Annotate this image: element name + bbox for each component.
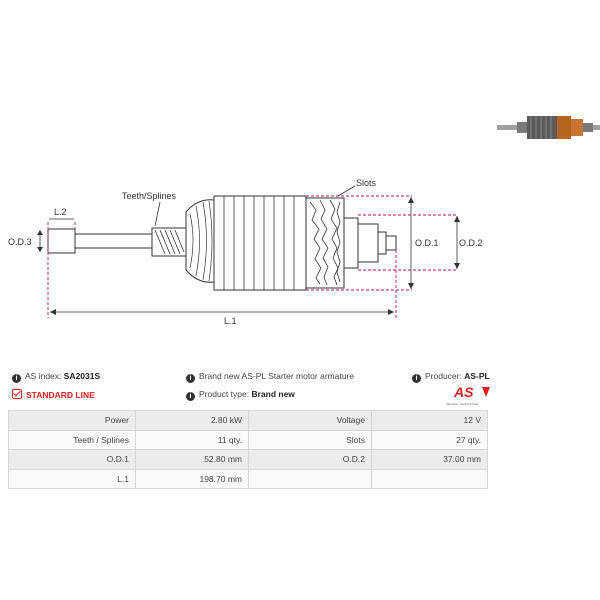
l1-label: L.1 [224,316,237,326]
spec-value: 27 qty. [371,429,488,450]
spec-value: 11 qty. [135,429,249,450]
spec-value: 198.70 mm [135,468,249,489]
product-photo [497,116,600,139]
spec-value: 2.80 kW [135,410,249,431]
l2-label: L.2 [54,207,67,217]
spec-label: Slots [248,429,372,450]
spec-value [371,468,488,489]
spec-label: Voltage [248,410,372,431]
spec-label: L.1 [8,468,136,489]
spec-label: Teeth / Splines [8,429,136,450]
teeth-label: Teeth/Splines [122,191,177,201]
as-index-value: SA2031S [63,371,101,381]
armature-diagram: Teeth/Splines Slots L.2 O.D.3 O.D.1 O.D.… [8,178,483,326]
standard-line: STANDARD LINE [12,389,95,400]
info-icon: i [186,392,195,401]
od1-label: O.D.1 [415,238,439,248]
spec-label: O.D.2 [248,449,372,470]
od3-label: O.D.3 [8,237,32,247]
checkbox-icon [12,389,22,399]
od2-label: O.D.2 [459,238,483,248]
product-type-value: Brand new [251,389,295,399]
info-icon: i [12,374,21,383]
spec-label: Power [8,410,136,431]
spec-value: 52.80 mm [135,449,249,470]
svg-text:Alternators, Starters & Parts: Alternators, Starters & Parts [446,402,479,406]
slots-label: Slots [356,178,377,188]
svg-text:AS: AS [453,384,474,400]
info-icon: i [412,374,421,383]
spec-value: 12 V [371,410,488,431]
as-pl-logo: AS Alternators, Starters & Parts [446,384,490,406]
spec-value: 37.00 mm [371,449,488,470]
producer-value: AS-PL [464,371,490,381]
spec-label: O.D.1 [8,449,136,470]
info-icon: i [186,374,195,383]
spec-label [248,468,372,489]
